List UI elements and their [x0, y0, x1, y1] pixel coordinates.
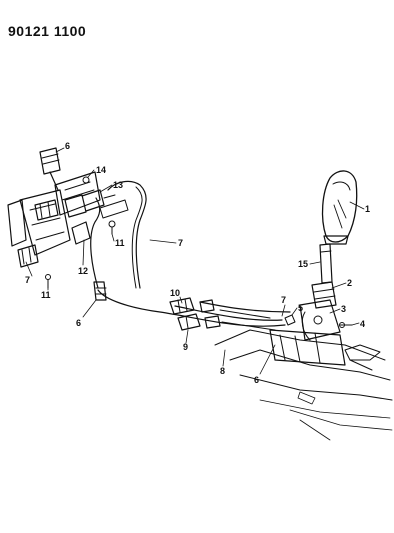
- callout-11-right: 11: [115, 238, 125, 248]
- floor-pan: [214, 329, 393, 441]
- callout-3: 3: [341, 304, 346, 314]
- cable-end-fittings: [93, 281, 276, 331]
- callout-15: 15: [298, 259, 308, 269]
- reference-number: 90121 1100: [8, 23, 87, 39]
- callout-9: 9: [183, 342, 188, 352]
- callout-5: 5: [298, 303, 303, 313]
- callout-10: 10: [170, 288, 180, 298]
- cable-bracket-assembly: [7, 147, 129, 289]
- callout-7-right: 7: [178, 238, 183, 248]
- shift-knob: [321, 170, 358, 245]
- callout-12: 12: [78, 266, 88, 276]
- shift-lever: [311, 243, 337, 309]
- callout-7-center: 7: [281, 295, 286, 305]
- callout-6-center: 6: [254, 375, 259, 385]
- callout-8: 8: [220, 366, 225, 376]
- callout-13: 13: [113, 180, 123, 190]
- callout-11-left: 11: [41, 290, 51, 300]
- shifter-base: [269, 299, 353, 366]
- callout-6-left: 6: [76, 318, 81, 328]
- callout-1: 1: [365, 204, 370, 214]
- callouts: 1 2 3 4 5 6 6 6 7 7 7 8 9 10 11 11 12: [25, 141, 370, 385]
- callout-7-left: 7: [25, 275, 30, 285]
- callout-2: 2: [347, 278, 352, 288]
- callout-4: 4: [360, 319, 365, 329]
- shift-cables: [90, 180, 291, 327]
- callout-14: 14: [96, 165, 106, 175]
- callout-6-top: 6: [65, 141, 70, 151]
